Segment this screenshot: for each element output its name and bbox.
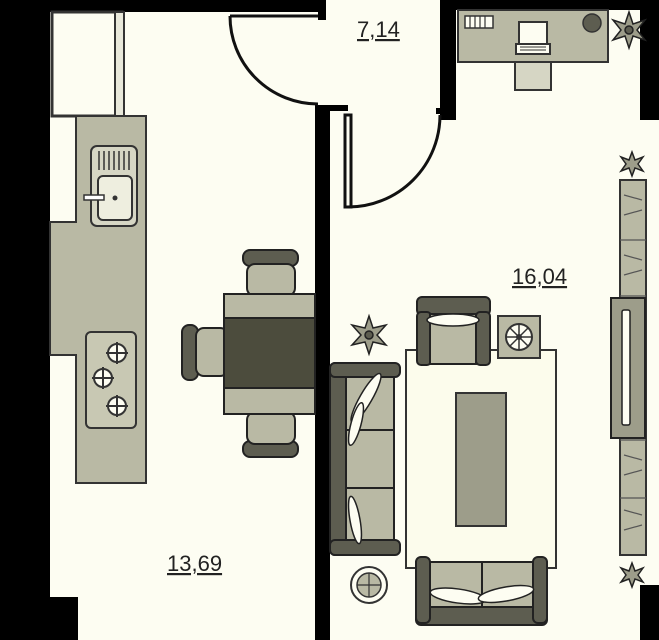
fridge (50, 10, 124, 118)
kitchen-area-label: 13,69 (167, 551, 222, 576)
plant-icon (610, 9, 648, 51)
tv-cabinet (610, 179, 647, 556)
coffee-table (455, 392, 507, 527)
armchair (416, 296, 491, 366)
plant-icon (618, 560, 646, 590)
dining-set (181, 249, 316, 458)
fridge-door (114, 11, 125, 117)
living-room-area-label: 16,04 (512, 264, 567, 289)
side-table (350, 566, 388, 604)
sink (83, 145, 138, 227)
hall-door[interactable] (343, 113, 442, 209)
laptop-icon (515, 21, 551, 55)
hall-area-label: 7,14 (357, 17, 400, 42)
entrance-door[interactable] (228, 14, 319, 106)
fan-icon (497, 315, 541, 359)
stove (85, 331, 137, 429)
plant-icon (618, 149, 646, 179)
sofa-bottom (415, 556, 548, 626)
plant-icon (349, 313, 389, 357)
sofa-left (329, 362, 401, 556)
